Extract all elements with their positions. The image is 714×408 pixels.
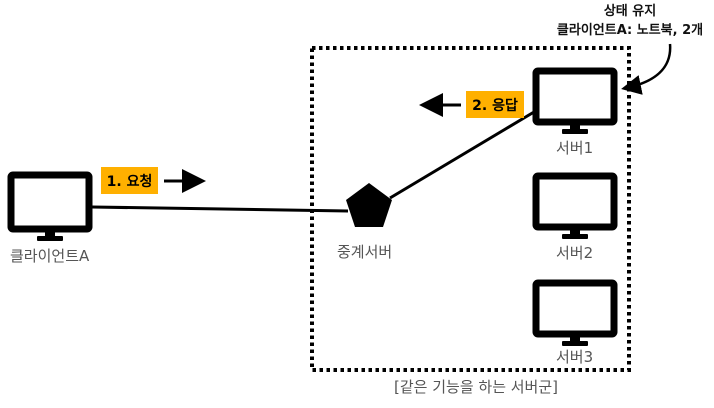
response-tag: 2. 응답 — [466, 91, 524, 118]
server1-monitor-icon — [532, 67, 618, 134]
client-monitor-icon — [7, 171, 93, 241]
proxy-pentagon-icon — [346, 183, 392, 227]
state-note-title: 상태 유지 — [603, 4, 657, 19]
server2-label: 서버2 — [556, 244, 594, 262]
server1-label: 서버1 — [556, 139, 594, 157]
state-note-detail: 클라이언트A: 노트북, 2개 — [556, 23, 704, 38]
client-label: 클라이언트A — [10, 247, 90, 265]
server3-monitor-icon — [532, 279, 618, 346]
server-group-label: [같은 기능을 하는 서버군] — [394, 378, 559, 396]
client-proxy-link — [91, 205, 349, 213]
proxy-server1-link — [389, 110, 535, 200]
server3-label: 서버3 — [556, 348, 594, 366]
server-group-border — [310, 46, 631, 372]
state-curve-arrow-icon — [621, 43, 672, 95]
request-tag: 1. 요청 — [101, 167, 158, 194]
state-note: 상태 유지 클라이언트A: 노트북, 2개 — [548, 2, 712, 40]
server2-monitor-icon — [532, 172, 618, 239]
proxy-label: 중계서버 — [337, 243, 393, 261]
